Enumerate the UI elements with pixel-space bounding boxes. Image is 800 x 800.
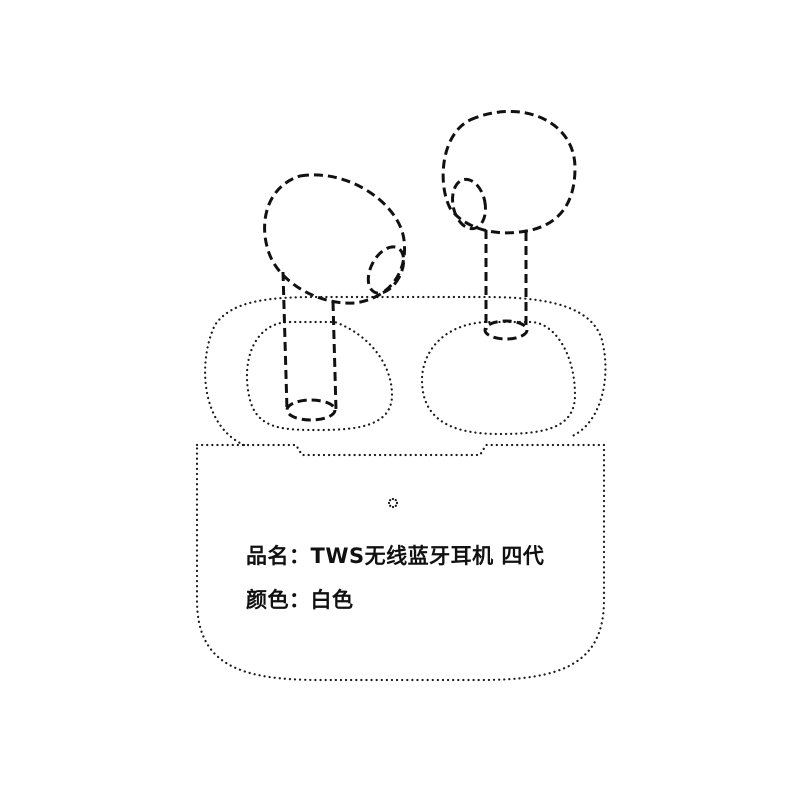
product-color-line: 颜色：白色	[246, 584, 354, 614]
product-name-label: 品名：	[246, 544, 311, 568]
product-color-value: 白色	[310, 588, 354, 612]
left-earbud-head	[263, 173, 407, 305]
left-earbud-stem	[281, 271, 338, 411]
left-earbud-stem-tip	[285, 398, 337, 422]
charging-case-icon	[195, 295, 607, 682]
left-earbud-speaker	[366, 245, 406, 295]
left-seat-outline	[245, 320, 394, 432]
case-body-outline	[195, 443, 606, 682]
case-lid-outline	[204, 295, 607, 447]
product-name-value: TWS无线蓝牙耳机 四代	[310, 544, 545, 568]
right-earbud-stem-tip	[483, 319, 529, 341]
product-color-label: 颜色：	[246, 588, 311, 612]
right-earbud-stem	[484, 230, 528, 330]
led-indicator-icon	[387, 497, 399, 509]
right-earbud-icon	[441, 110, 577, 341]
left-earbud-icon	[263, 173, 407, 422]
right-earbud-speaker	[451, 177, 487, 231]
right-earbud-head	[441, 110, 577, 235]
product-name-line: 品名：TWS无线蓝牙耳机 四代	[246, 540, 544, 570]
